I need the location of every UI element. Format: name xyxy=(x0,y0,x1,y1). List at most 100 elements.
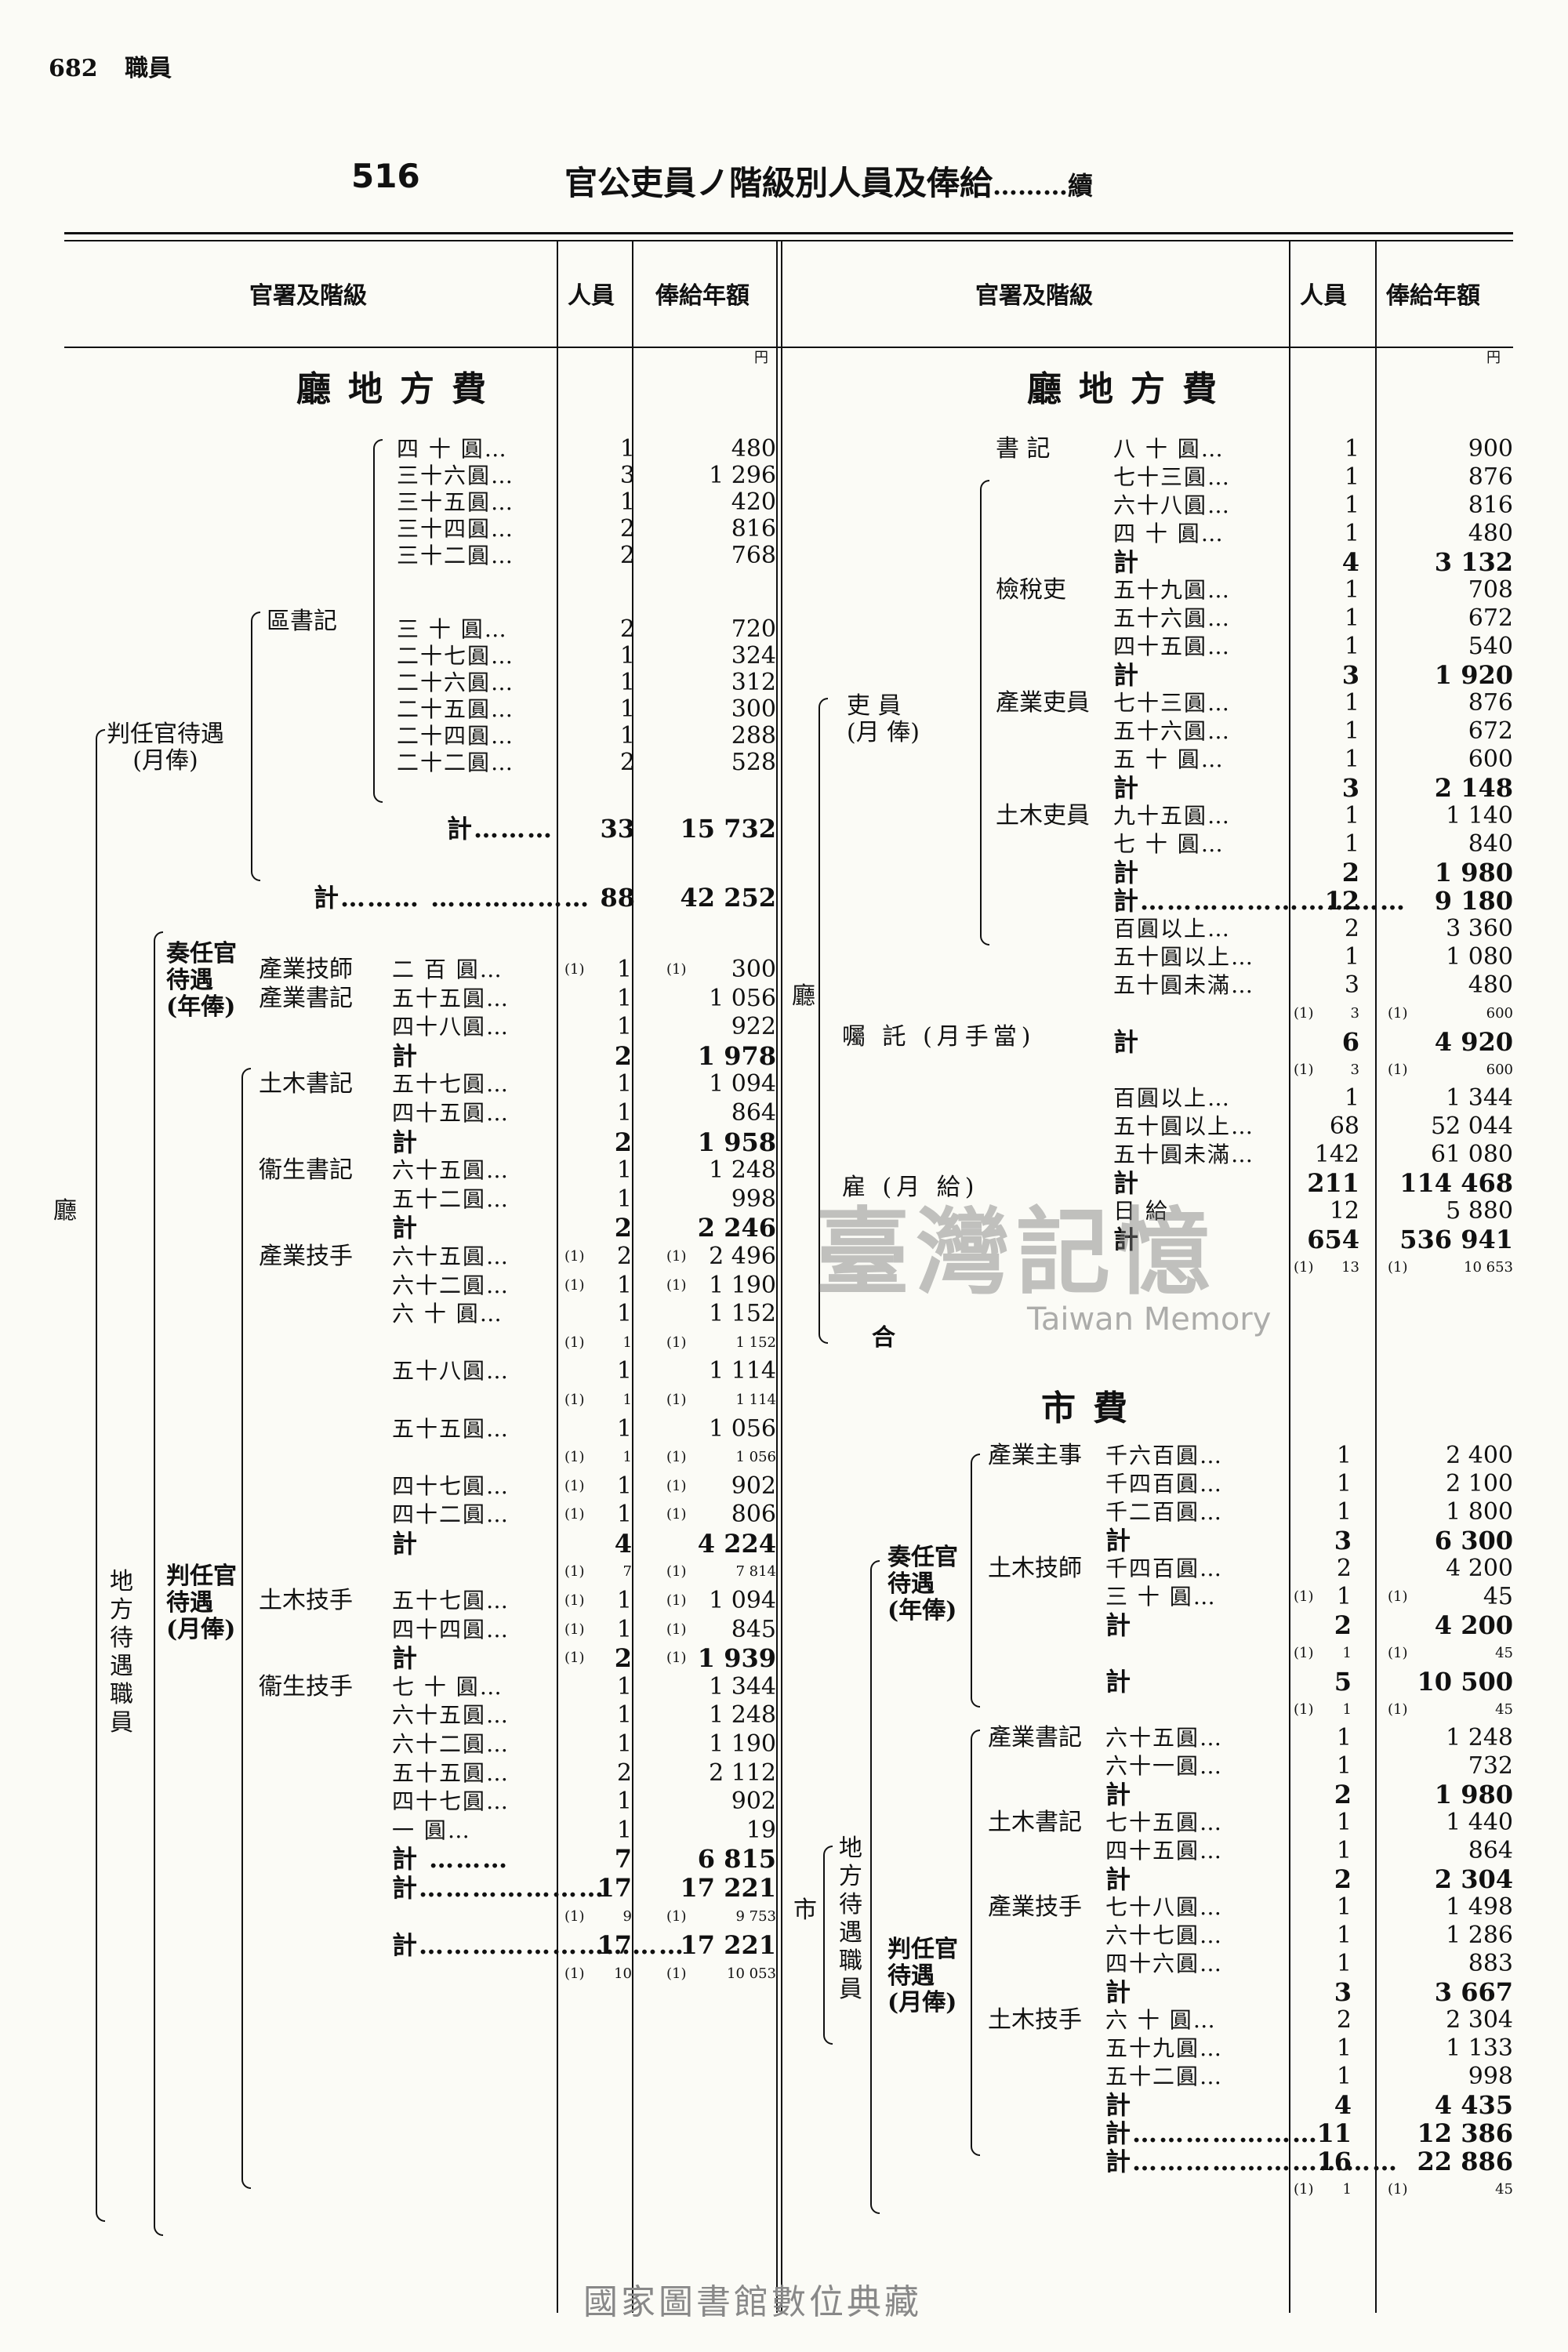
grade-label: 計 xyxy=(1113,858,1141,887)
paren-marker: (1) xyxy=(1294,1259,1314,1276)
grade-label: 計………………………… xyxy=(1105,2147,1399,2176)
salary-value: 420 xyxy=(731,488,776,516)
category-label: 產業技手 xyxy=(988,1893,1082,1921)
paren-marker: (1) xyxy=(1294,1005,1314,1022)
persons-value: 12 xyxy=(1329,1197,1359,1225)
persons-value: 1 xyxy=(616,1472,632,1500)
salary-value: 1 344 xyxy=(709,1672,776,1700)
grade-label: 五十圓以上… xyxy=(1113,944,1255,970)
persons-value: 1 xyxy=(616,984,632,1012)
category-label: 產業技師 xyxy=(259,956,353,983)
grade-label: 六十五圓… xyxy=(392,1702,510,1729)
salary-value: 876 xyxy=(1468,463,1513,491)
persons-value: 1 xyxy=(1336,1470,1352,1497)
col-header-persons-r: 人員 xyxy=(1300,282,1347,310)
grade-label: 五十九圓… xyxy=(1105,2035,1224,2061)
col-divider xyxy=(1375,240,1377,2313)
salary-value: 10 500 xyxy=(1417,1667,1513,1697)
persons-value: 5 xyxy=(1334,1667,1352,1697)
table-row: (1)10(1)10 053 xyxy=(259,1961,776,1990)
grade-label: 六 十 圓… xyxy=(392,1301,503,1327)
persons-value: 1 xyxy=(616,1156,632,1185)
persons-value: 2 xyxy=(1336,2006,1352,2034)
grade-label: 二十四圓… xyxy=(397,723,515,749)
table-row: (1)四十二圓…1(1)806 xyxy=(259,1501,776,1530)
paren-marker: (1) xyxy=(666,1563,687,1581)
salary-value: 1 190 xyxy=(709,1271,776,1299)
salary-value: 300 xyxy=(731,956,776,983)
salary-value: 4 224 xyxy=(697,1528,776,1559)
persons-value: 1 xyxy=(1336,1950,1352,1977)
unit-label: 円 xyxy=(754,350,768,366)
paren-marker: (1) xyxy=(1388,1588,1408,1605)
grade-label: 計………………………… xyxy=(392,1930,686,1961)
brace xyxy=(971,1454,980,1708)
salary-value: 1 056 xyxy=(735,1449,776,1466)
persons-value: 1 xyxy=(619,722,635,750)
grade-label: 四十四圓… xyxy=(392,1616,510,1642)
persons-value: 1 xyxy=(1336,1837,1352,1864)
paren-marker: (1) xyxy=(666,1449,687,1466)
salary-value: 312 xyxy=(731,669,776,696)
persons-value: 1 xyxy=(1344,463,1359,491)
salary-value: 5 880 xyxy=(1446,1197,1513,1225)
persons-value: 12 xyxy=(1324,886,1359,916)
salary-value: 536 941 xyxy=(1399,1225,1513,1254)
salary-value: 2 496 xyxy=(709,1242,776,1270)
paren-marker: (1) xyxy=(564,1477,585,1494)
salary-value: 720 xyxy=(731,615,776,643)
page-number: 682 xyxy=(49,55,98,82)
grade-label: 六十一圓… xyxy=(1105,1753,1224,1779)
grade-label: 五十圓以上… xyxy=(1113,1113,1255,1139)
salary-value: 672 xyxy=(1468,604,1513,632)
grade-label: 四十七圓… xyxy=(392,1788,510,1815)
category-label: 衞生技手 xyxy=(259,1672,353,1700)
table-row: (1)四十七圓…1(1)902 xyxy=(259,1472,776,1502)
persons-value: 1 xyxy=(616,1501,632,1529)
grade-label: 七 十 圓… xyxy=(1113,831,1225,857)
salary-value: 528 xyxy=(731,749,776,776)
salary-value: 900 xyxy=(1468,435,1513,463)
salary-value: 600 xyxy=(1486,1062,1513,1078)
salary-value: 1 286 xyxy=(1446,1922,1513,1949)
persons-value: 17 xyxy=(597,1930,632,1961)
paren-marker: (1) xyxy=(1388,1005,1408,1022)
salary-value: 840 xyxy=(1468,830,1513,858)
grade-label: 五十五圓… xyxy=(392,1415,510,1442)
grade-label: 百圓以上… xyxy=(1113,1085,1232,1111)
paren-marker: (1) xyxy=(564,1563,585,1581)
page-header: 682 職員 xyxy=(49,49,172,83)
salary-value: 2 148 xyxy=(1434,773,1513,803)
paren-marker: (1) xyxy=(666,1506,687,1523)
grade-label: 七 十 圓… xyxy=(392,1673,503,1700)
persons-value: 1 xyxy=(616,1271,632,1299)
category-label: 土木技師 xyxy=(988,1555,1082,1582)
col-header-persons: 人員 xyxy=(568,282,615,310)
paren-marker: (1) xyxy=(666,961,687,978)
grade-label: 四十二圓… xyxy=(392,1501,510,1528)
salary-value: 45 xyxy=(1495,2181,1513,2198)
salary-value: 10 053 xyxy=(727,1965,776,1982)
persons-value: 3 xyxy=(1341,773,1359,803)
paren-marker: (1) xyxy=(564,961,585,978)
